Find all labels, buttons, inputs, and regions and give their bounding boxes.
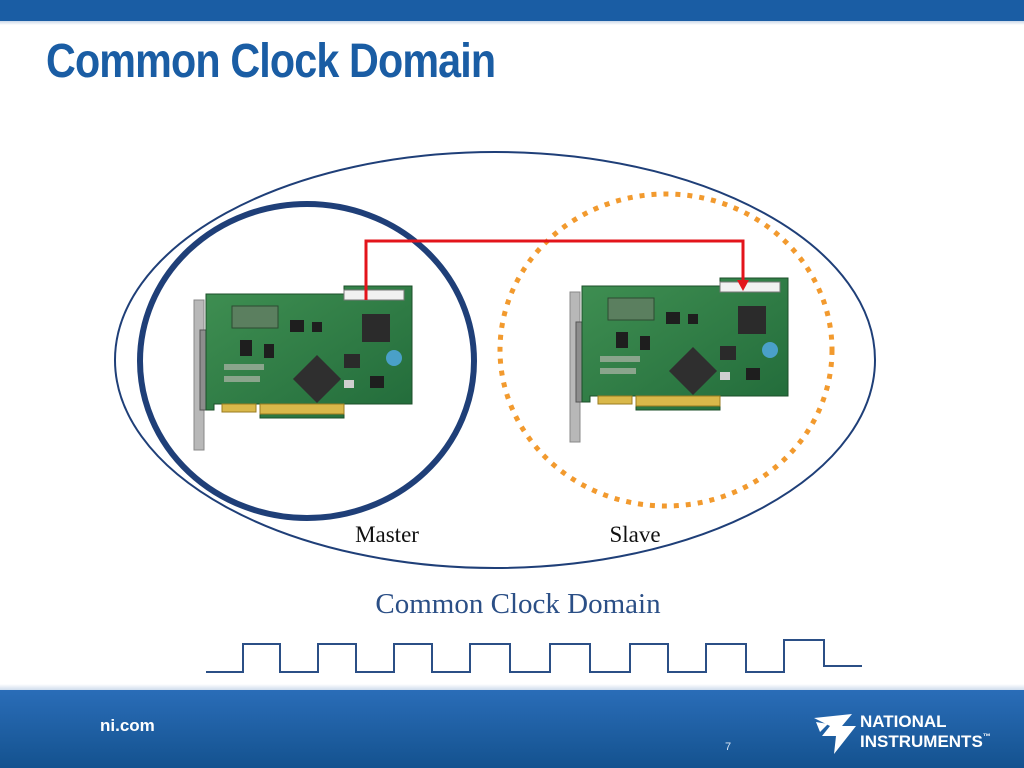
clock-domain-diagram: Master Slave Common Clock Domain [114,151,876,673]
master-label: Master [355,522,419,547]
footer-shade [0,684,1024,690]
top-banner [0,0,1024,21]
master-daq-card-image [193,285,413,451]
ni-eagle-icon [814,714,856,754]
rtsi-cable-line [364,239,745,300]
trademark-symbol: ™ [982,732,991,741]
clock-square-wave [206,639,862,673]
slave-label: Slave [609,522,660,547]
logo-text-instruments-word: INSTRUMENTS [860,732,983,751]
top-banner-shadow [0,21,1024,25]
domain-label: Common Clock Domain [375,588,661,620]
ni-logo: NATIONAL INSTRUMENTS™ [812,712,1002,756]
slave-circle [497,191,835,509]
slide-title: Common Clock Domain [46,35,496,88]
page-number: 7 [725,741,732,753]
footer-url[interactable]: ni.com [100,716,155,735]
logo-text-instruments: INSTRUMENTS™ [860,732,991,752]
logo-text-national: NATIONAL [860,712,947,731]
common-domain-ellipse [114,151,876,569]
master-circle [137,201,477,521]
arrow-head-icon [737,280,749,291]
slave-daq-card-image [569,277,789,443]
